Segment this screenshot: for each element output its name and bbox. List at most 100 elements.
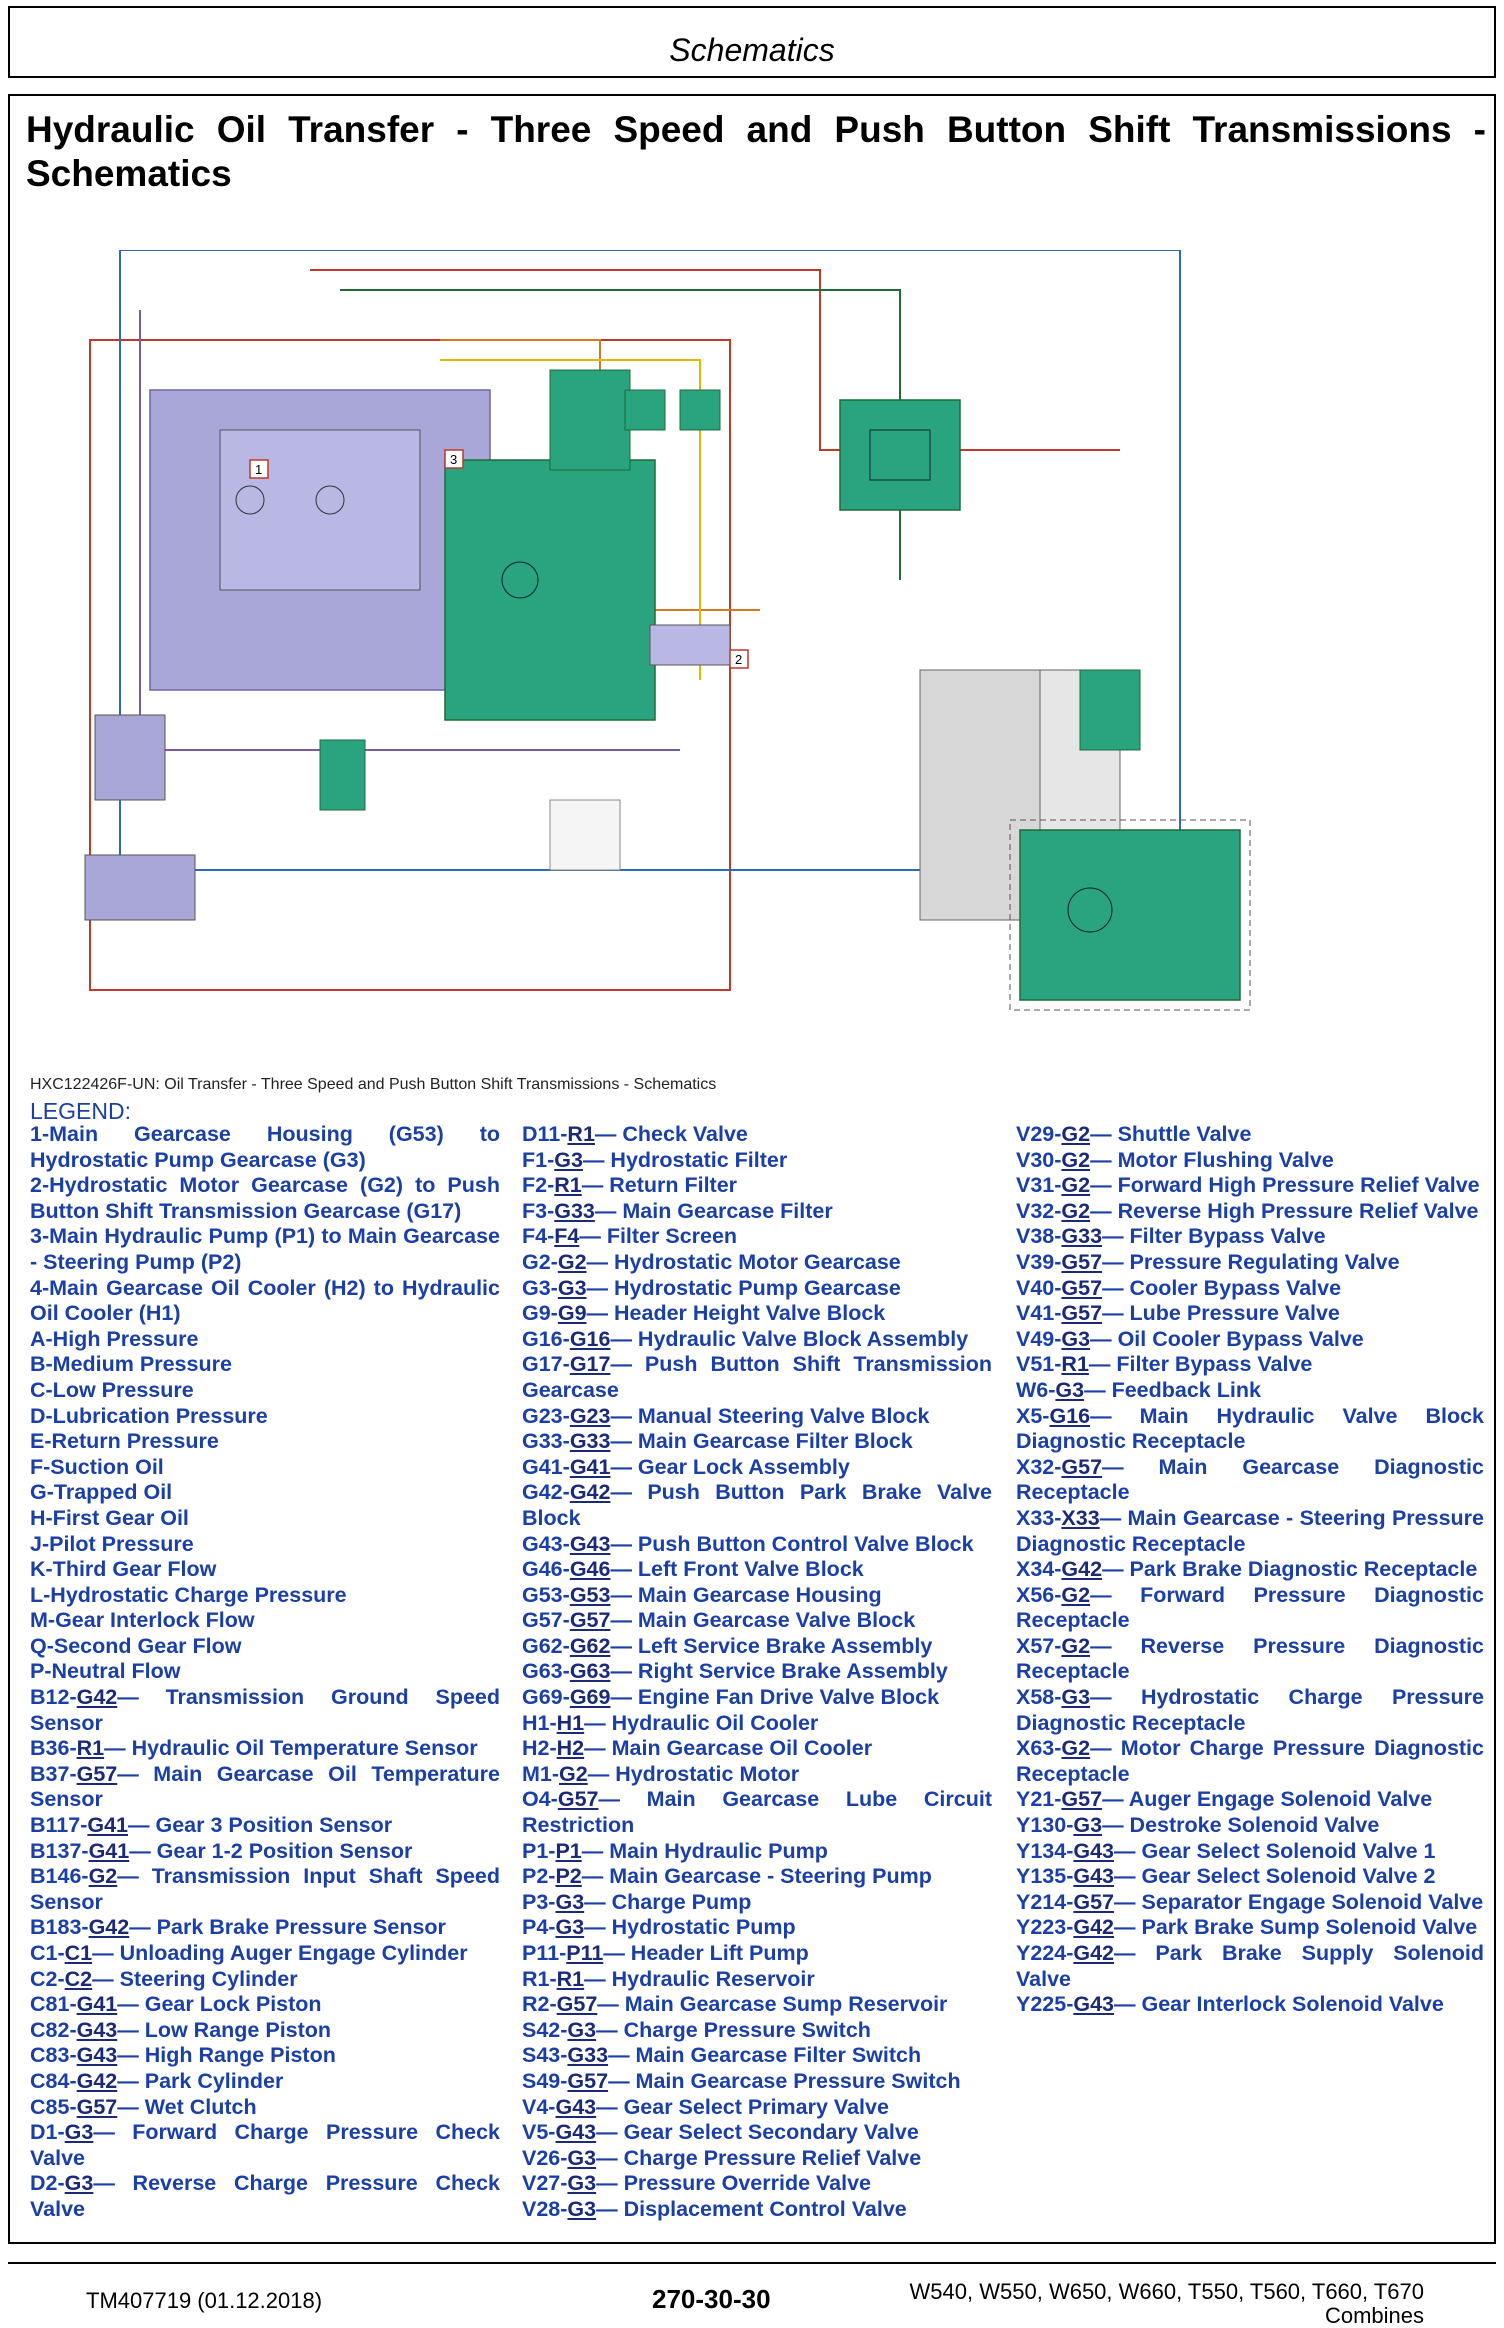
component-reference-link[interactable]: G33: [554, 1198, 595, 1223]
component-reference-link[interactable]: G2: [557, 1249, 587, 1274]
component-reference-link[interactable]: G57: [567, 2068, 609, 2093]
component-reference-link[interactable]: G62: [569, 1633, 611, 1658]
component-reference-link[interactable]: G42: [569, 1480, 611, 1505]
component-reference-link[interactable]: G16: [569, 1326, 611, 1351]
legend-text: — Hydraulic Oil Cooler: [584, 1710, 819, 1735]
component-reference-link[interactable]: G41: [87, 1813, 129, 1838]
component-reference-link[interactable]: G3: [555, 1889, 585, 1914]
component-reference-link[interactable]: G43: [1073, 1864, 1115, 1889]
legend-text: O4-: [522, 1787, 558, 1812]
component-reference-link[interactable]: P2: [555, 1864, 582, 1889]
component-reference-link[interactable]: G57: [569, 1608, 611, 1633]
component-reference-link[interactable]: G57: [556, 1992, 598, 2017]
component-reference-link[interactable]: G42: [1073, 1941, 1115, 1965]
component-reference-link[interactable]: G33: [1061, 1224, 1103, 1249]
component-reference-link[interactable]: C2: [64, 1966, 93, 1991]
component-reference-link[interactable]: G2: [1061, 1198, 1091, 1223]
component-reference-link[interactable]: G42: [1073, 1915, 1115, 1940]
component-reference-link[interactable]: G42: [76, 1685, 118, 1710]
component-reference-link[interactable]: G43: [76, 2017, 118, 2042]
component-reference-link[interactable]: G3: [1061, 1326, 1091, 1351]
component-reference-link[interactable]: G17: [569, 1352, 611, 1377]
component-reference-link[interactable]: G42: [1061, 1557, 1103, 1582]
component-reference-link[interactable]: G2: [1061, 1173, 1091, 1198]
component-reference-link[interactable]: G2: [1061, 1122, 1091, 1146]
component-reference-link[interactable]: G42: [76, 2068, 118, 2093]
hydraulic-schematic-diagram: 4 1 3 2: [84, 250, 1251, 1011]
component-reference-link[interactable]: G57: [1073, 1889, 1115, 1914]
component-reference-link[interactable]: G3: [64, 2171, 94, 2196]
legend-text: — Main Gearcase Filter Switch: [608, 2043, 922, 2068]
component-reference-link[interactable]: G41: [88, 1838, 130, 1863]
component-reference-link[interactable]: G57: [76, 1761, 118, 1786]
legend-item: X32-G57— Main Gearcase Diagnostic Recept…: [1016, 1455, 1484, 1506]
component-reference-link[interactable]: G46: [569, 1557, 611, 1582]
component-reference-link[interactable]: G3: [1055, 1377, 1085, 1402]
legend-text: — Transmission Ground Speed Sensor: [30, 1685, 500, 1735]
legend-item: G57-G57— Main Gearcase Valve Block: [522, 1608, 992, 1634]
component-reference-link[interactable]: R1: [567, 1122, 595, 1146]
component-reference-link[interactable]: H1: [556, 1710, 585, 1735]
component-reference-link[interactable]: G3: [554, 1147, 583, 1172]
component-reference-link[interactable]: G2: [1061, 1633, 1091, 1658]
component-reference-link[interactable]: G3: [1061, 1685, 1091, 1710]
component-reference-link[interactable]: G53: [569, 1582, 611, 1607]
component-reference-link[interactable]: G57: [557, 1787, 599, 1812]
legend-text: B37-: [30, 1761, 77, 1786]
component-reference-link[interactable]: G43: [1073, 1838, 1115, 1863]
component-reference-link[interactable]: G2: [1061, 1736, 1091, 1761]
component-reference-link[interactable]: G69: [569, 1685, 611, 1710]
component-reference-link[interactable]: P11: [566, 1941, 604, 1965]
component-reference-link[interactable]: G57: [1061, 1454, 1103, 1479]
component-reference-link[interactable]: G23: [569, 1403, 611, 1428]
component-reference-link[interactable]: G3: [64, 2120, 94, 2145]
component-reference-link[interactable]: G43: [555, 2094, 597, 2119]
component-reference-link[interactable]: G57: [76, 2094, 118, 2119]
legend-item: H-First Gear Oil: [30, 1506, 500, 1532]
legend-text: C85-: [30, 2094, 77, 2119]
component-reference-link[interactable]: R1: [554, 1173, 582, 1198]
legend-text: Y21-: [1016, 1787, 1062, 1812]
component-reference-link[interactable]: G43: [555, 2120, 597, 2145]
component-reference-link[interactable]: G2: [559, 1761, 588, 1786]
component-reference-link[interactable]: G63: [569, 1659, 611, 1684]
component-reference-link[interactable]: P1: [555, 1838, 582, 1863]
legend-text: — Park Brake Supply Solenoid Valve: [1016, 1941, 1484, 1991]
component-reference-link[interactable]: C1: [64, 1941, 93, 1965]
component-reference-link[interactable]: H2: [556, 1736, 585, 1761]
component-reference-link[interactable]: G3: [567, 2017, 597, 2042]
component-reference-link[interactable]: G2: [1061, 1147, 1091, 1172]
legend-text: B36-: [30, 1736, 77, 1761]
component-reference-link[interactable]: G16: [1049, 1403, 1091, 1428]
component-reference-link[interactable]: G3: [567, 2171, 597, 2196]
component-reference-link[interactable]: G42: [88, 1915, 130, 1940]
component-reference-link[interactable]: G3: [567, 2196, 597, 2221]
component-reference-link[interactable]: G2: [88, 1864, 118, 1889]
component-reference-link[interactable]: F4: [554, 1224, 580, 1249]
component-reference-link[interactable]: G57: [1061, 1301, 1103, 1326]
component-reference-link[interactable]: G41: [76, 1992, 118, 2017]
component-reference-link[interactable]: G43: [569, 1531, 611, 1556]
component-reference-link[interactable]: G43: [76, 2043, 118, 2068]
component-reference-link[interactable]: G57: [1061, 1275, 1103, 1300]
component-reference-link[interactable]: G3: [567, 2145, 597, 2170]
legend-item: V49-G3— Oil Cooler Bypass Valve: [1016, 1327, 1484, 1353]
component-reference-link[interactable]: G33: [567, 2043, 609, 2068]
component-reference-link[interactable]: R1: [1061, 1352, 1089, 1377]
component-reference-link[interactable]: R1: [76, 1736, 105, 1761]
component-reference-link[interactable]: G2: [1061, 1582, 1091, 1607]
legend-text: G57-: [522, 1608, 570, 1633]
document-id: TM407719 (01.12.2018): [86, 2288, 323, 2313]
component-reference-link[interactable]: X33: [1061, 1505, 1100, 1530]
component-reference-link[interactable]: G3: [555, 1915, 585, 1940]
component-reference-link[interactable]: G33: [569, 1429, 611, 1454]
legend-text: G53-: [522, 1582, 570, 1607]
component-reference-link[interactable]: G57: [1061, 1249, 1103, 1274]
component-reference-link[interactable]: R1: [556, 1966, 585, 1991]
component-reference-link[interactable]: G3: [1073, 1813, 1103, 1838]
component-reference-link[interactable]: G57: [1061, 1787, 1103, 1812]
component-reference-link[interactable]: G9: [557, 1301, 587, 1326]
component-reference-link[interactable]: G43: [1073, 1992, 1115, 2017]
component-reference-link[interactable]: G41: [569, 1454, 611, 1479]
component-reference-link[interactable]: G3: [557, 1275, 587, 1300]
